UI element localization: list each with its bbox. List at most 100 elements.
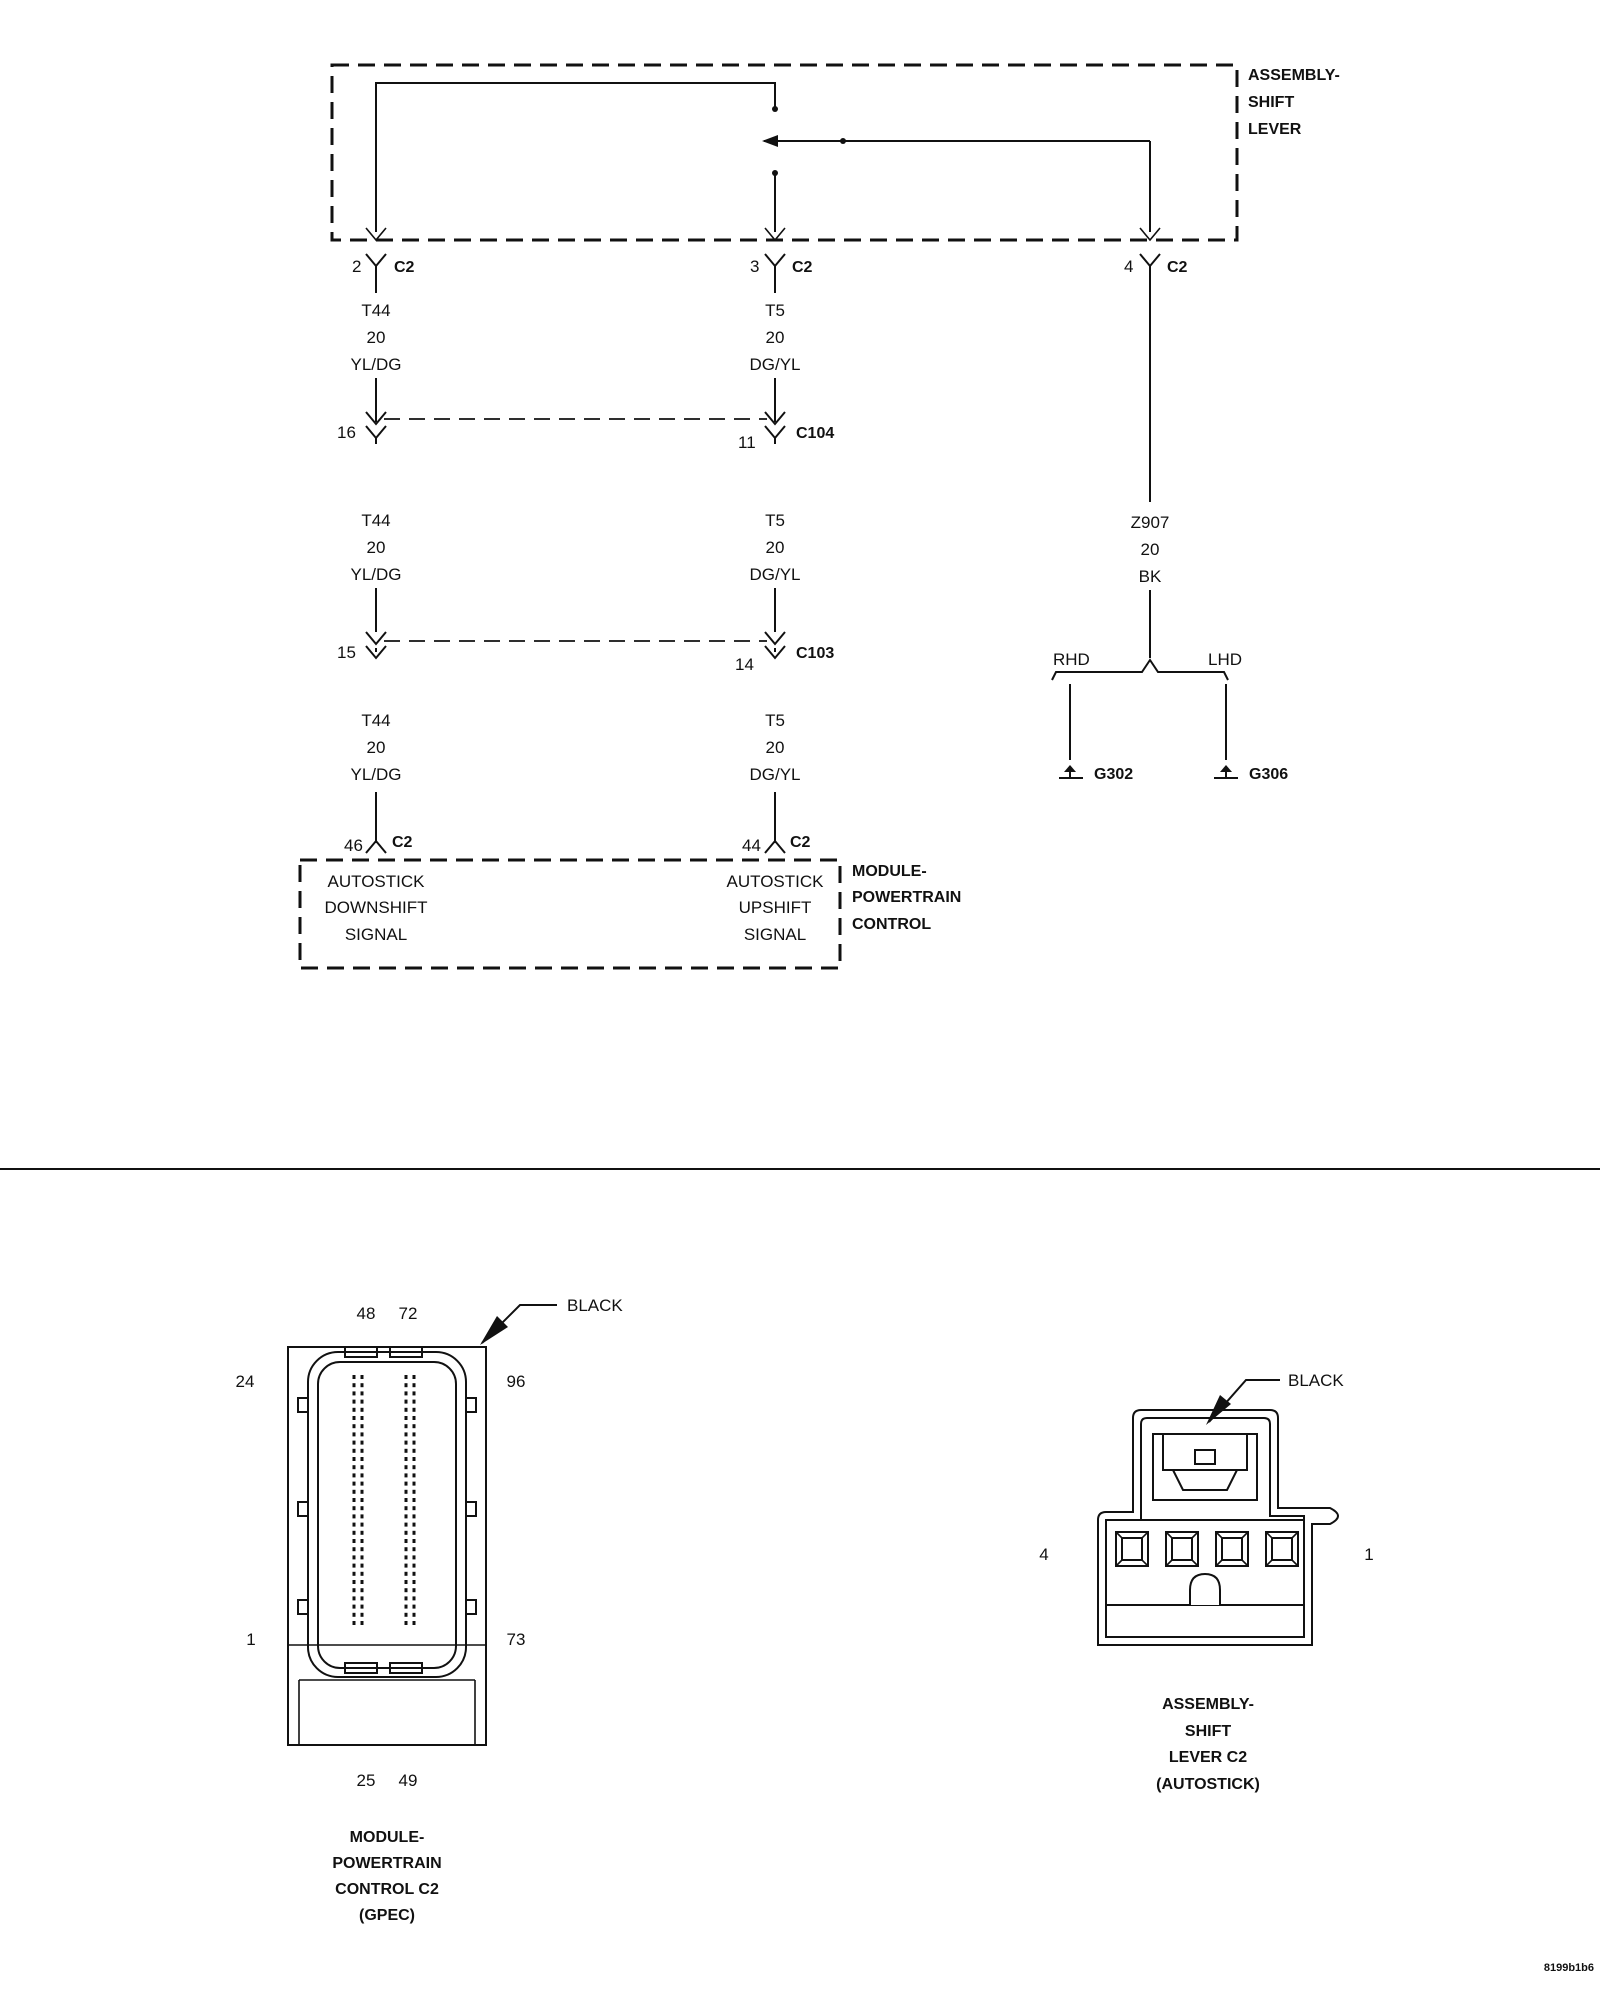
pin-cavity xyxy=(404,1399,408,1404)
shift-lever-c2-connector-view: BLACK 4 1 ASSEMBLY- SHIFT LEVER C2 (AUTO… xyxy=(1039,1371,1373,1793)
pin-cavity xyxy=(412,1375,416,1379)
pin-cavity xyxy=(404,1457,408,1461)
pin-cavity xyxy=(352,1375,356,1379)
pin-cavity xyxy=(404,1424,408,1429)
pin-cavity xyxy=(404,1563,408,1568)
pin-cavity xyxy=(352,1489,356,1494)
upshift-signal-line-1: AUTOSTICK xyxy=(727,872,825,891)
pin-cavity xyxy=(352,1596,356,1601)
pin-cavity xyxy=(404,1514,408,1519)
pin-cavity xyxy=(404,1530,408,1535)
ground-label: G306 xyxy=(1249,766,1288,783)
pin-cavity xyxy=(360,1457,364,1461)
shift-lever-pin-2: 2 C2 xyxy=(352,253,415,276)
pin-cavity xyxy=(412,1465,416,1470)
pin-cavity xyxy=(352,1465,356,1470)
pin-cavity xyxy=(412,1383,416,1388)
pin-cavity xyxy=(360,1399,364,1404)
pin-cavity xyxy=(412,1391,416,1396)
pin-number: 44 xyxy=(742,836,761,855)
pin-cavity xyxy=(352,1580,356,1584)
pin-cavity xyxy=(412,1432,416,1437)
pin-label-49: 49 xyxy=(399,1771,418,1790)
pin-cavity xyxy=(404,1547,408,1552)
pin-label-96: 96 xyxy=(507,1372,526,1391)
connector-label: C2 xyxy=(792,259,813,276)
pin-cavity xyxy=(404,1416,408,1420)
pin-cavity xyxy=(352,1473,356,1478)
pin-cavity xyxy=(360,1440,364,1445)
pin-cavity xyxy=(360,1465,364,1470)
pin-cavity xyxy=(404,1481,408,1486)
pcm-caption-line-2: POWERTRAIN xyxy=(332,1855,441,1872)
wire-gauge-3: 20 xyxy=(766,738,785,757)
pin-cavity xyxy=(360,1432,364,1437)
pin-cavity xyxy=(360,1489,364,1494)
connector-label: C104 xyxy=(796,425,834,442)
pin-cavity xyxy=(412,1448,416,1453)
pin-cavity xyxy=(352,1506,356,1511)
pin-cavity xyxy=(360,1407,364,1412)
pin-cavity xyxy=(412,1530,416,1535)
pin-cavity xyxy=(404,1448,408,1453)
pin-number: 46 xyxy=(344,836,363,855)
pin-cavity xyxy=(404,1506,408,1511)
pin-cavity xyxy=(360,1498,364,1502)
pin-label-48: 48 xyxy=(357,1304,376,1323)
pin-cavity xyxy=(404,1391,408,1396)
pcm-caption-line-4: (GPEC) xyxy=(359,1907,415,1924)
pin-cavity xyxy=(412,1522,416,1527)
pin-cavity xyxy=(404,1621,408,1625)
pin-cavity xyxy=(360,1448,364,1453)
pin-cavity xyxy=(412,1489,416,1494)
wire-color-1: DG/YL xyxy=(749,355,800,374)
pin-cavity xyxy=(360,1621,364,1625)
pin-cavity xyxy=(404,1473,408,1478)
pin-cavity xyxy=(360,1473,364,1478)
pin-cavity xyxy=(412,1457,416,1461)
wire-circuit-1: T44 xyxy=(361,301,390,320)
pin-label-25: 25 xyxy=(357,1771,376,1790)
pin-cavity xyxy=(352,1555,356,1560)
pin-cavity xyxy=(412,1604,416,1609)
pin-cavity xyxy=(352,1440,356,1445)
pin-number-right: 14 xyxy=(735,655,754,674)
shift-lever-title-line-3: LEVER xyxy=(1248,121,1302,138)
wire-circuit-1: T5 xyxy=(765,301,785,320)
pin-number-left: 15 xyxy=(337,643,356,662)
wire-circuit: Z907 xyxy=(1131,513,1170,532)
wire-gauge-1: 20 xyxy=(766,328,785,347)
pin-cavity xyxy=(360,1588,364,1593)
pin-cavity xyxy=(404,1571,408,1576)
wire-circuit-2: T44 xyxy=(361,511,390,530)
split-label-right: LHD xyxy=(1208,650,1242,669)
pin-cavity xyxy=(412,1539,416,1543)
pin-cavity xyxy=(352,1604,356,1609)
cavity-1 xyxy=(1265,1531,1299,1567)
wire-gauge-2: 20 xyxy=(367,538,386,557)
upshift-signal-line-3: SIGNAL xyxy=(744,925,806,944)
pin-cavity xyxy=(412,1399,416,1404)
pin-cavity xyxy=(352,1530,356,1535)
wire-circuit-3: T5 xyxy=(765,711,785,730)
pin-cavity xyxy=(360,1506,364,1511)
pin-cavity xyxy=(412,1407,416,1412)
pin-cavity xyxy=(360,1424,364,1429)
cavity-3 xyxy=(1165,1531,1199,1567)
pin-cavity xyxy=(360,1580,364,1584)
shift-lever-title-line-2: SHIFT xyxy=(1248,94,1294,111)
pin-cavity xyxy=(360,1547,364,1552)
pcm-title-line-1: MODULE- xyxy=(852,863,927,880)
pin-cavity xyxy=(352,1399,356,1404)
pin-cavity xyxy=(412,1563,416,1568)
lever-pin-label-1: 1 xyxy=(1364,1545,1373,1564)
pin-cavity xyxy=(360,1383,364,1388)
pcm-connector-color-label: BLACK xyxy=(567,1296,623,1315)
pin-cavity xyxy=(412,1498,416,1502)
pin-cavity xyxy=(412,1416,416,1420)
pin-cavity xyxy=(352,1539,356,1543)
downshift-signal-line-2: DOWNSHIFT xyxy=(325,898,428,917)
pcm-boundary xyxy=(298,858,842,970)
pin-cavity xyxy=(360,1604,364,1609)
